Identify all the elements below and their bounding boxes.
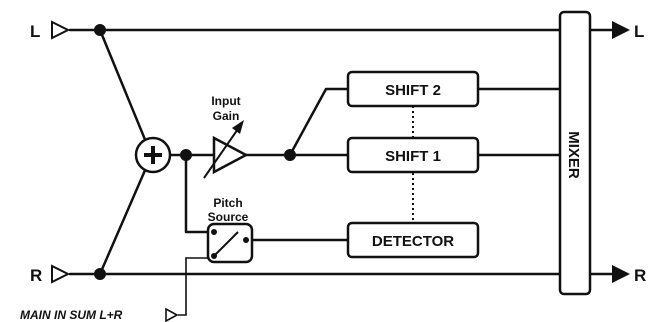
pitch-source-label-line2: Source <box>208 210 249 224</box>
input-gain-amp-icon <box>203 120 249 179</box>
output-right-arrow-icon <box>612 265 630 283</box>
junction-node-sum <box>180 149 192 161</box>
pitch-source-label-line1: Pitch <box>213 196 242 210</box>
mixer-label: MIXER <box>565 131 582 179</box>
junction-node-right <box>94 268 106 280</box>
shift2-label: SHIFT 2 <box>385 82 441 99</box>
shift2-block: SHIFT 2 <box>346 70 480 108</box>
main-in-sum-arrow-icon <box>165 307 179 322</box>
wires <box>68 28 614 316</box>
shift1-block: SHIFT 1 <box>346 136 480 174</box>
shift1-label: SHIFT 1 <box>385 148 441 165</box>
input-right-arrow-icon <box>51 264 71 284</box>
junction-node-left <box>94 24 106 36</box>
pitch-source-switch <box>206 222 254 264</box>
input-gain-label-line2: Gain <box>213 109 240 123</box>
detector-label: DETECTOR <box>372 233 454 250</box>
output-left-label: L <box>634 22 644 41</box>
junction-node-split <box>284 149 296 161</box>
main-in-sum-label: MAIN IN SUM L+R <box>20 308 123 322</box>
input-left-label: L <box>30 22 40 41</box>
input-left-arrow-icon <box>51 20 71 40</box>
output-right-label: R <box>634 266 646 285</box>
output-left-arrow-icon <box>612 21 630 39</box>
input-gain-label-line1: Input <box>211 94 240 108</box>
mixer-block: MIXER <box>558 10 592 296</box>
summer-node <box>134 136 172 174</box>
detector-block: DETECTOR <box>346 221 480 259</box>
input-right-label: R <box>30 266 42 285</box>
